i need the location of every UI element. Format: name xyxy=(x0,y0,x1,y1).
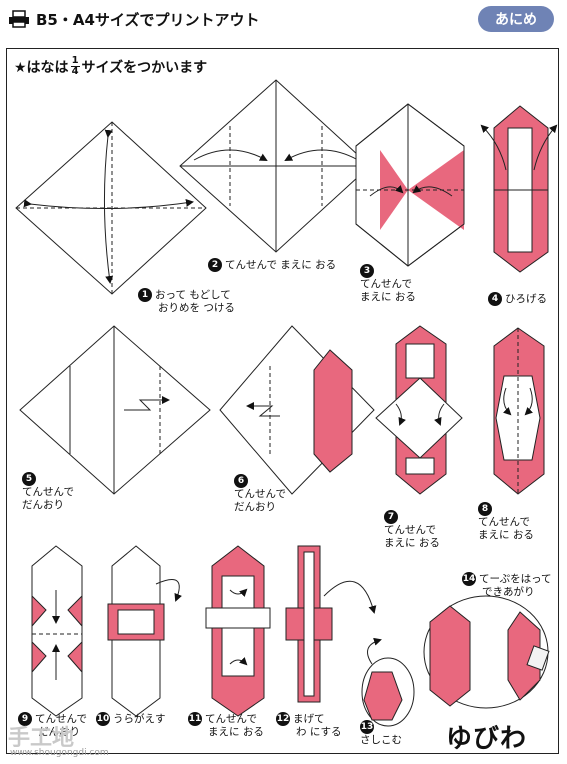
step-7-diagram xyxy=(375,325,463,495)
step-14-line-1: てーぷをはって xyxy=(479,573,552,585)
step-number: 10 xyxy=(96,712,110,726)
fraction-denominator: 4 xyxy=(71,66,79,77)
instruction-frame xyxy=(6,48,559,754)
step-number: 14 xyxy=(462,572,476,586)
step-8-caption: 8 てんせんで まえに おる xyxy=(478,502,534,542)
step-7-line-2: まえに おる xyxy=(384,537,440,549)
step-number: 2 xyxy=(208,258,222,272)
step-13-caption: 13 さしこむ xyxy=(360,720,402,747)
step-10-line-1: うらがえす xyxy=(113,713,166,725)
step-14-diagram xyxy=(423,595,550,709)
fraction-numerator: 1 xyxy=(70,55,80,67)
header-title: B5・A4サイズでプリントアウト xyxy=(36,10,260,29)
step-number: 3 xyxy=(360,264,374,278)
step-number: 4 xyxy=(488,292,502,306)
step-number: 9 xyxy=(18,712,32,726)
step-5-diagram xyxy=(19,325,211,495)
step-2-diagram xyxy=(179,79,371,253)
anime-badge[interactable]: あにめ xyxy=(478,6,554,32)
step-5-line-1: てんせんで xyxy=(22,486,74,498)
step-1-line-2: おりめを つける xyxy=(158,302,235,314)
step-5-line-2: だんおり xyxy=(22,499,64,511)
step-number: 6 xyxy=(234,474,248,488)
step-11-line-2: まえに おる xyxy=(208,726,264,738)
step-14-line-2: できあがり xyxy=(482,586,535,598)
final-title: ゆびわ xyxy=(446,724,528,754)
step-3-caption: 3 てんせんで まえに おる xyxy=(360,264,416,304)
step-7-line-1: てんせんで xyxy=(384,524,436,536)
step-number: 8 xyxy=(478,502,492,516)
step-number: 5 xyxy=(22,472,36,486)
watermark-url: www.shougongdi.com xyxy=(10,748,109,758)
step-8-line-1: てんせんで xyxy=(478,516,530,528)
step-3-line-1: てんせんで xyxy=(360,278,412,290)
step-6-line-2: だんおり xyxy=(234,501,276,513)
step-2-line-1: てんせんで まえに おる xyxy=(225,259,337,271)
step-5-caption: 5 てんせんで だんおり xyxy=(22,472,74,512)
step-12-line-1: まげて xyxy=(293,713,325,725)
step-11-line-1: てんせんで xyxy=(205,713,257,725)
step-8-line-2: まえに おる xyxy=(478,529,534,541)
step-10-diagram xyxy=(107,545,182,717)
subtitle-suffix: サイズをつかいます xyxy=(81,59,208,76)
step-11-diagram xyxy=(205,545,271,717)
subtitle: ★はなは 1 4 サイズをつかいます xyxy=(14,56,207,77)
header: B5・A4サイズでプリントアウト xyxy=(8,6,259,32)
step-6-line-1: てんせんで xyxy=(234,488,286,500)
step-13-line-1: さしこむ xyxy=(360,734,402,746)
step-12-line-2: わ にする xyxy=(296,726,342,738)
step-7-caption: 7 てんせんで まえに おる xyxy=(384,510,440,550)
step-8-diagram xyxy=(493,327,545,495)
step-number: 1 xyxy=(138,288,152,302)
step-6-caption: 6 てんせんで だんおり xyxy=(234,474,286,514)
step-1-diagram xyxy=(15,121,207,295)
step-1-line-1: おって もどして xyxy=(155,289,231,301)
step-4-diagram xyxy=(480,105,558,273)
watermark: 手工地 xyxy=(8,726,75,751)
step-3-line-2: まえに おる xyxy=(360,291,416,303)
subtitle-prefix: ★はなは xyxy=(14,59,69,76)
step-12-diagram xyxy=(285,545,377,703)
quarter-fraction: 1 4 xyxy=(70,55,80,77)
step-number: 12 xyxy=(276,712,290,726)
step-3-diagram xyxy=(355,103,465,267)
step-9-diagram xyxy=(31,545,83,717)
step-9-line-1: てんせんで xyxy=(35,713,87,725)
step-13-diagram xyxy=(361,637,415,727)
printer-icon xyxy=(9,10,29,28)
step-number: 11 xyxy=(188,712,202,726)
step-9-line-2: だんおり xyxy=(38,726,80,738)
step-6-diagram xyxy=(219,325,375,495)
step-number: 13 xyxy=(360,720,374,734)
step-4-line-1: ひろげる xyxy=(505,293,547,305)
step-number: 7 xyxy=(384,510,398,524)
